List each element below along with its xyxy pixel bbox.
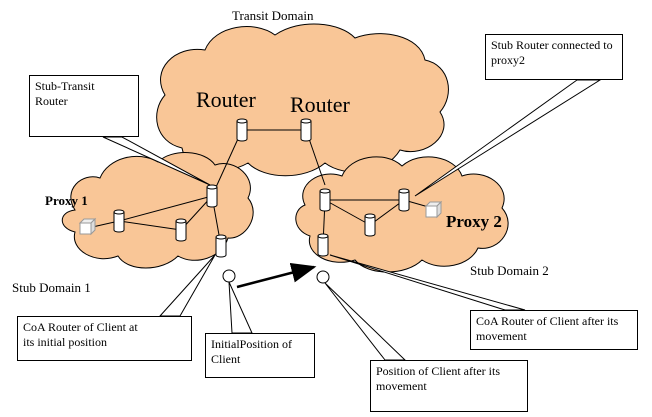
router-icon xyxy=(175,218,187,242)
movement-arrow xyxy=(236,262,317,289)
proxy-2-icon xyxy=(424,200,443,219)
callout-stub-router-proxy2: Stub Router connected to proxy2 xyxy=(485,34,623,80)
coa-router-initial-icon xyxy=(215,234,227,258)
coa-router-after-icon xyxy=(317,233,329,257)
callout-coa-router-after: CoA Router of Client after its movement xyxy=(470,310,638,350)
stub-router-proxy2-icon xyxy=(398,188,410,212)
router-icon xyxy=(364,213,376,237)
router-icon xyxy=(113,209,125,233)
callout-pointers xyxy=(102,79,602,361)
proxy-2-label: Proxy 2 xyxy=(446,212,502,231)
router-label-right: Router xyxy=(290,92,350,117)
stub-domain-1-label: Stub Domain 1 xyxy=(12,280,91,295)
router-label-left: Router xyxy=(196,87,256,112)
stub-transit-router-icon xyxy=(206,184,218,208)
stub-domain-2-cloud xyxy=(295,156,509,273)
client-after-icon xyxy=(316,270,330,284)
router-icon xyxy=(236,118,248,142)
router-icon xyxy=(319,188,331,212)
stub-domain-2-label: Stub Domain 2 xyxy=(470,263,549,278)
callout-coa-router-initial: CoA Router of Client at its initial posi… xyxy=(17,316,192,361)
callout-position-after: Position of Client after its movement xyxy=(370,360,528,412)
transit-domain-label: Transit Domain xyxy=(232,8,314,23)
router-icon xyxy=(300,118,312,142)
callout-initial-position: InitialPosition of Client xyxy=(205,333,315,378)
callout-stub-transit-router: Stub-Transit Router xyxy=(29,75,139,137)
client-initial-icon xyxy=(222,269,236,283)
proxy-1-icon xyxy=(78,217,97,236)
proxy-1-label: Proxy 1 xyxy=(45,193,88,208)
